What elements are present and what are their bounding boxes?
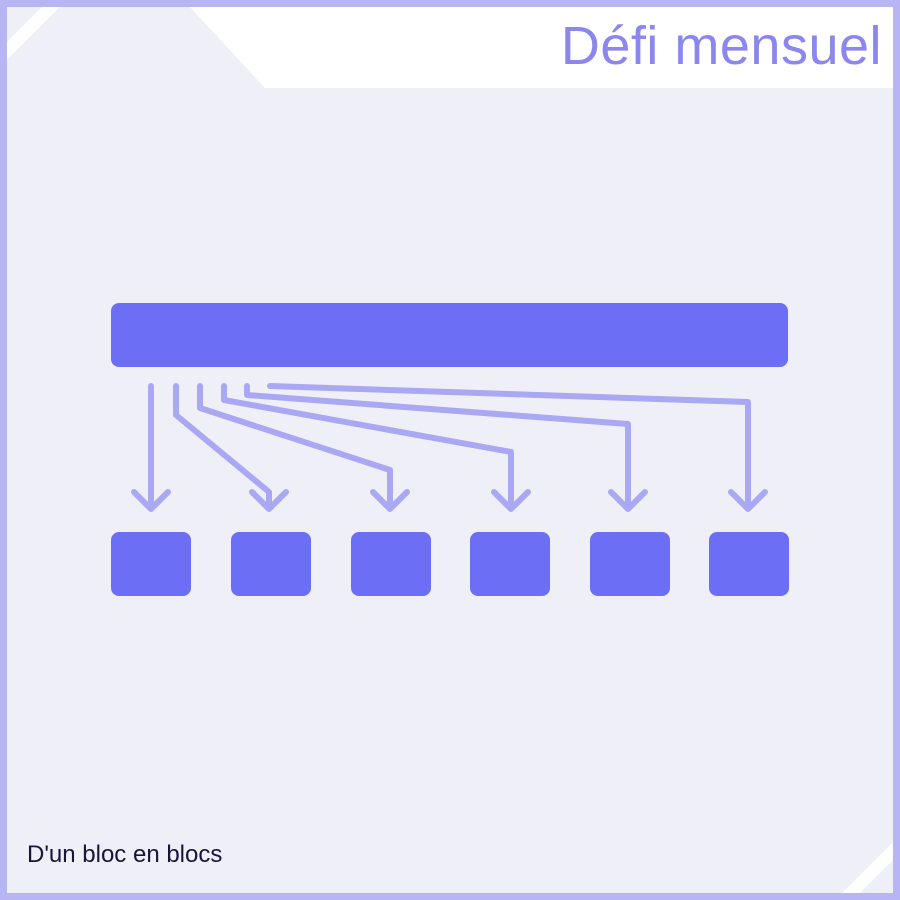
arrowhead-icon (608, 489, 648, 512)
challenge-caption: D'un bloc en blocs (27, 841, 223, 868)
connector-arrow (267, 383, 751, 511)
target-blocks (111, 532, 789, 596)
target-block (709, 532, 789, 596)
bottom-right-corner-accent (842, 842, 893, 893)
arrowhead-icon (728, 489, 768, 512)
top-left-corner-accent (7, 7, 60, 60)
target-block (231, 532, 311, 596)
source-block (111, 303, 788, 367)
title-banner (7, 7, 893, 88)
connector-arrow (197, 383, 393, 511)
page-title: Défi mensuel (560, 16, 882, 76)
connector-arrow (221, 383, 514, 511)
target-block (111, 532, 191, 596)
connector-arrow (173, 383, 272, 511)
arrowhead-icon (249, 489, 289, 512)
connector-arrow (244, 383, 631, 511)
arrowhead-icon (131, 489, 171, 512)
target-block (351, 532, 431, 596)
target-block (590, 532, 670, 596)
inner-panel (7, 7, 893, 893)
target-block (470, 532, 550, 596)
arrowhead-icon (491, 489, 531, 512)
arrowhead-icon (370, 489, 410, 512)
connector-arrows (131, 383, 768, 512)
